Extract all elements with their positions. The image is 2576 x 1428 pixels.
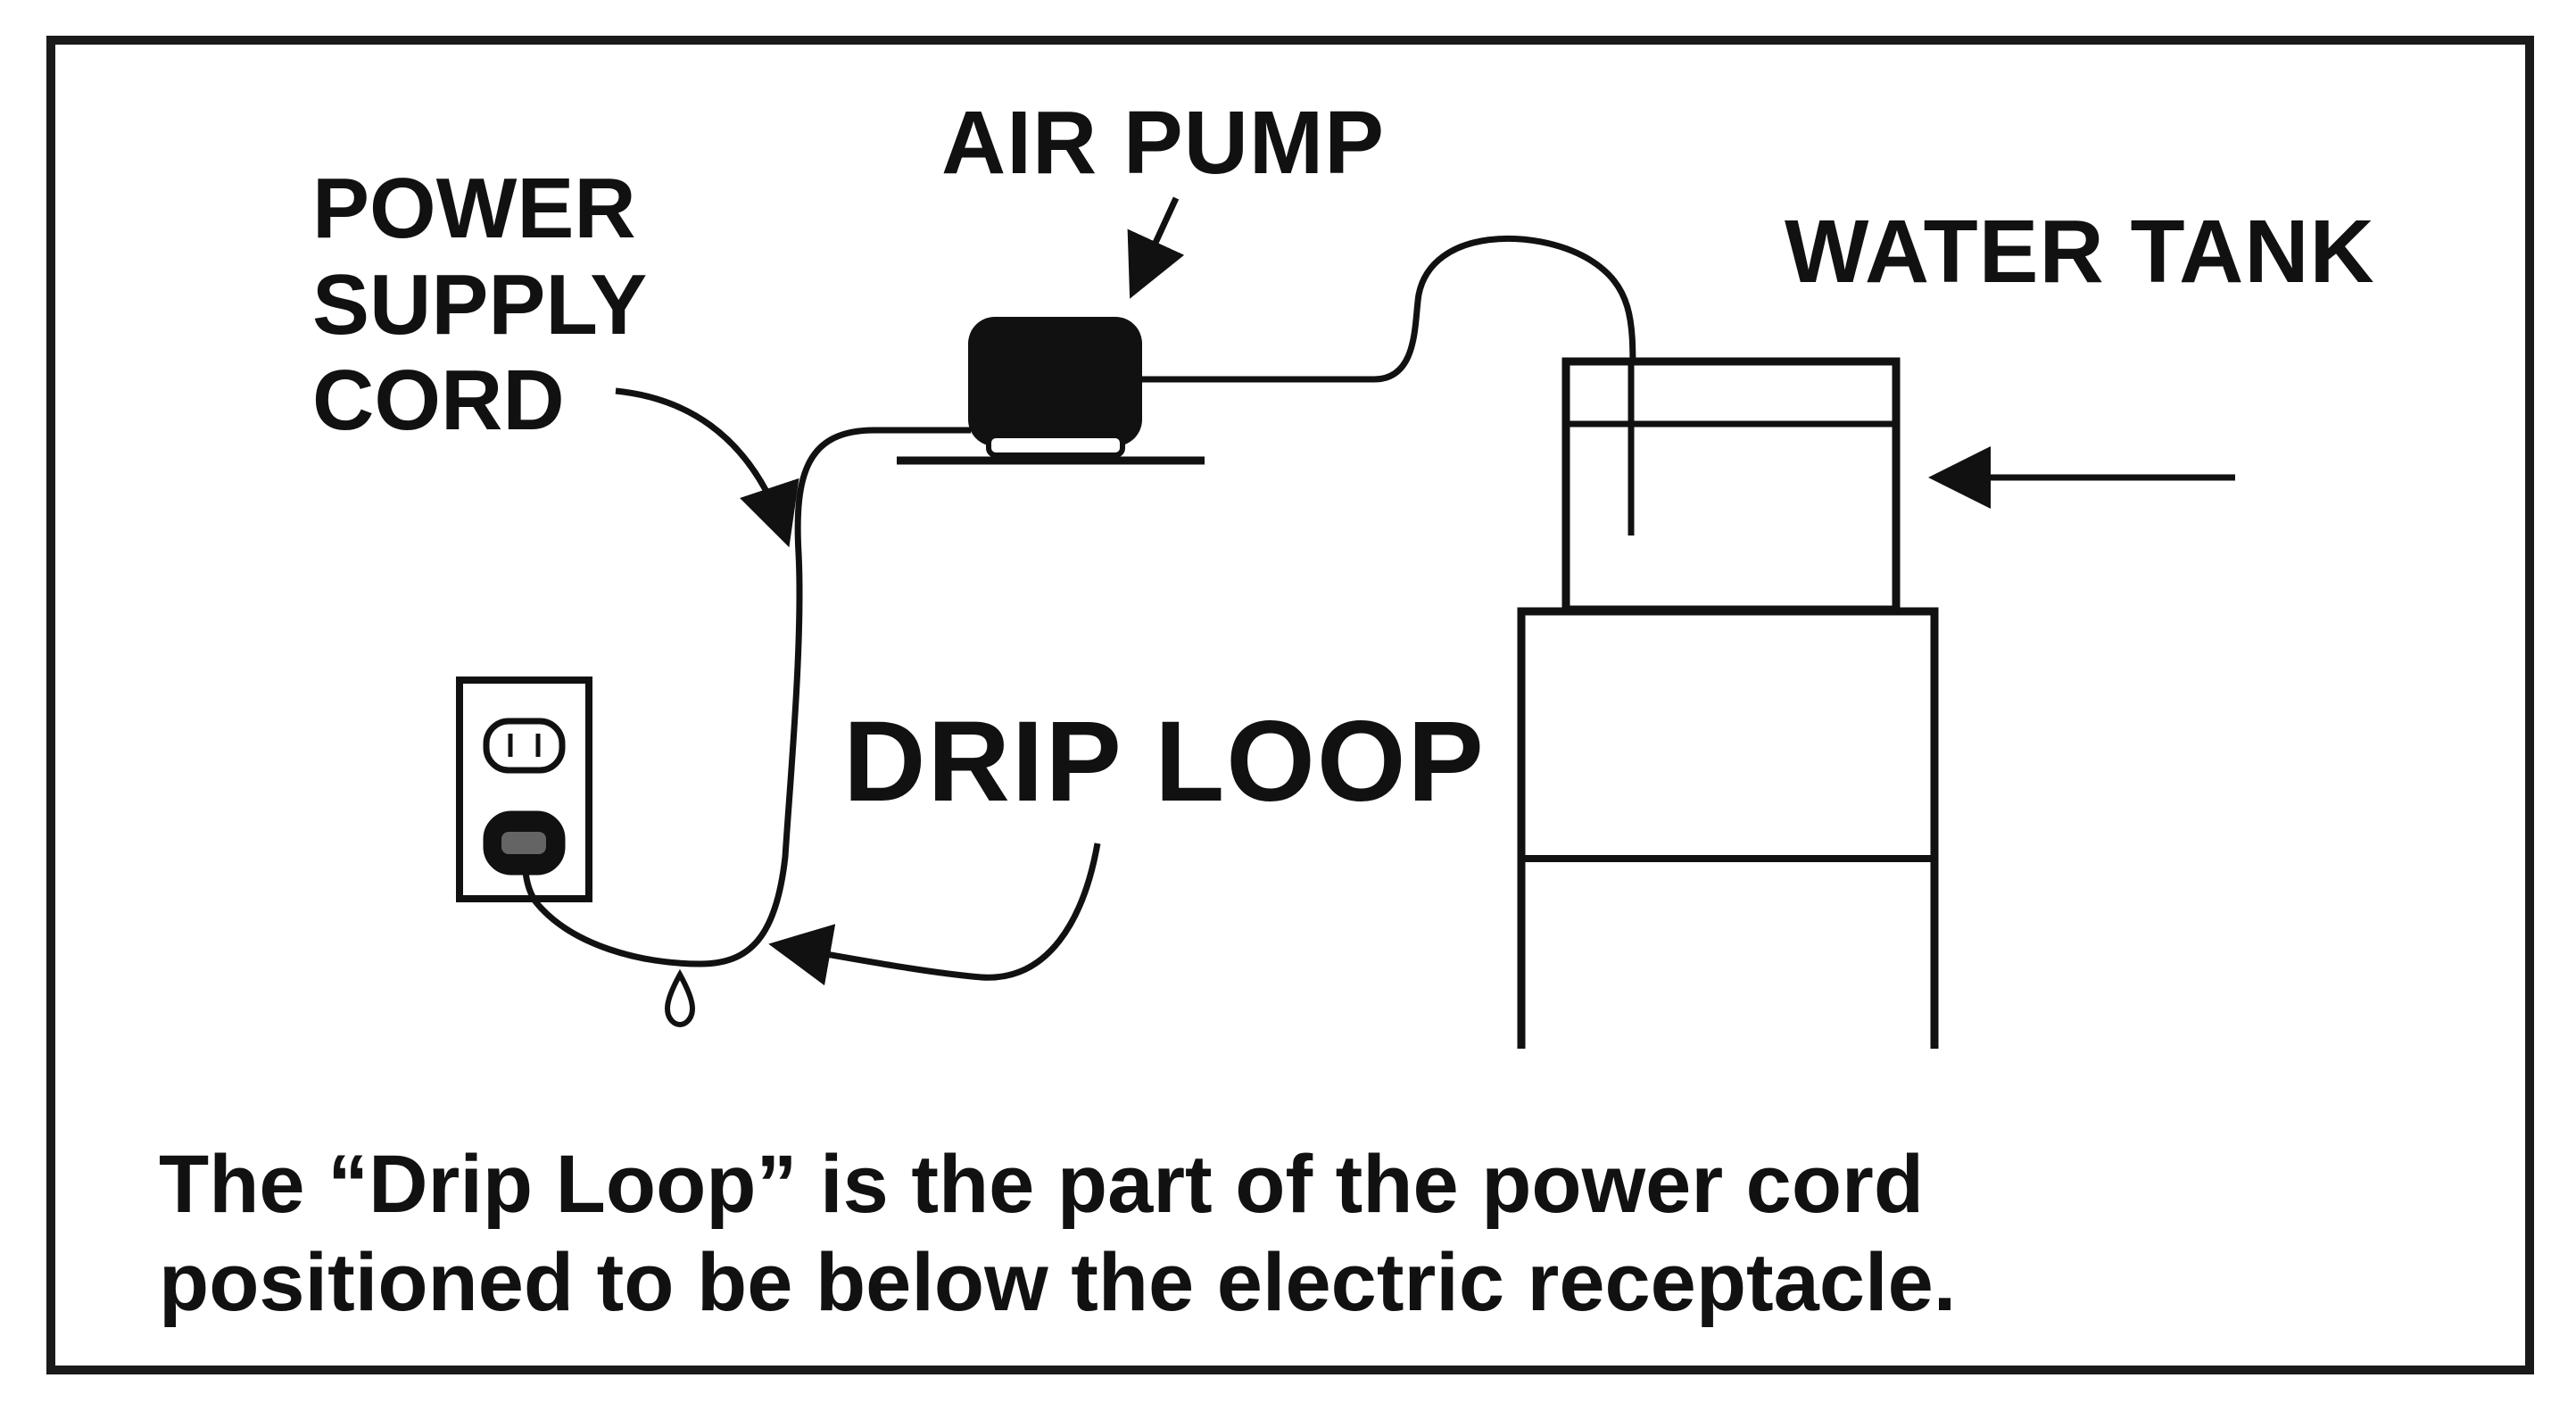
water-tank xyxy=(1561,357,1901,614)
diagram-caption: The “Drip Loop” is the part of the power… xyxy=(159,1135,1956,1333)
air-pump-feet xyxy=(986,433,1125,458)
drip-loop-arrow xyxy=(768,843,1101,986)
water-drip xyxy=(664,968,696,1028)
air-pump-arrow xyxy=(1127,196,1185,299)
air-hose xyxy=(1142,235,1636,536)
outlet-socket-top xyxy=(483,718,566,774)
power-cord-arrow xyxy=(615,387,799,548)
caption-line-1: The “Drip Loop” is the part of the power… xyxy=(159,1139,1925,1230)
drip-loop-label: DRIP LOOP xyxy=(843,698,1486,826)
power-cord-label: POWER SUPPLY CORD xyxy=(312,161,647,449)
air-pump-label: AIR PUMP xyxy=(941,93,1385,193)
water-tank-label: WATER TANK xyxy=(1785,202,2375,302)
power-cord-label-line-3: CORD xyxy=(312,353,565,449)
air-pump-body xyxy=(968,317,1142,446)
caption-line-2: positioned to be below the electric rece… xyxy=(159,1237,1957,1329)
tank-stand xyxy=(1517,607,1939,1049)
power-cord-label-line-2: SUPPLY xyxy=(312,256,648,353)
power-cord-label-line-1: POWER xyxy=(312,161,636,256)
